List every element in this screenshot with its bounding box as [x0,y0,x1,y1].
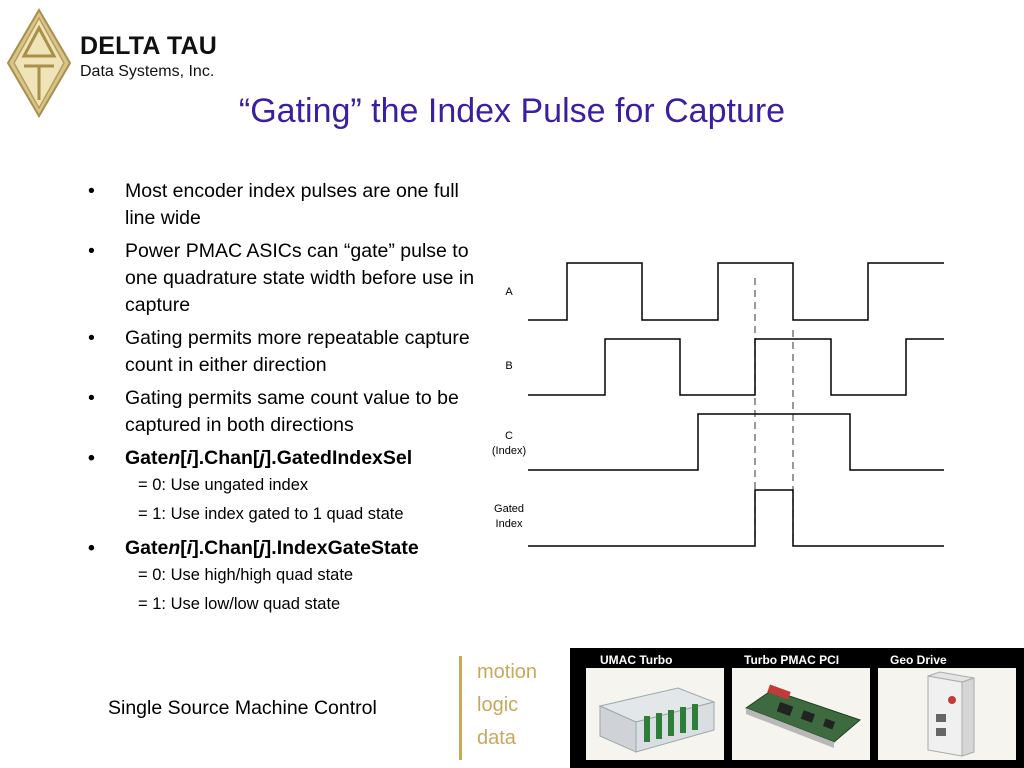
bullet-dot: • [88,447,95,469]
brand-subtitle: Data Systems, Inc. [80,63,215,80]
signal-label-b: B [505,360,512,372]
sub-bullet: = 1: Use index gated to 1 quad state [138,505,404,523]
product-label-pmac-pci: Turbo PMAC PCI [744,653,840,667]
sub-bullet: = 0: Use ungated index [138,476,309,494]
footer-tag-data: data [477,727,516,749]
bullet-text: Gating permits more repeatable capture c… [125,327,470,376]
geo-drive-image [927,671,975,757]
bullet-text: Power PMAC ASICs can “gate” pulse to one… [125,240,475,316]
bullet-text: Gating permits same count value to be ca… [125,387,459,436]
sub-bullet: = 1: Use low/low quad state [138,595,341,613]
product-image-geo-drive [878,668,1016,760]
bullet-item: • Gating permits more repeatable capture … [88,325,488,379]
footer-tag-logic: logic [477,694,519,716]
footer-tag-motion: motion [477,661,538,683]
signal-gated-index-waveform [528,489,944,547]
footer-divider [459,656,462,760]
signal-a-waveform [528,262,944,321]
parameter-index-gate-state: •Gaten[i].Chan[j].IndexGateState [88,535,488,562]
signal-label-gated: Gated [494,503,524,515]
product-label-umac: UMAC Turbo [600,653,673,667]
bullet-item: • Power PMAC ASICs can “gate” pulse to on… [88,238,488,319]
bullet-dot: • [88,537,95,559]
bullet-dot: • [88,387,95,409]
bullet-item: • Gating permits same count value to be c… [88,385,488,439]
bullet-item: • Most encoder index pulses are one full … [88,178,488,232]
bullet-dot: • [88,180,95,202]
slide-title: “Gating” the Index Pulse for Capture [238,92,786,130]
footer-tagline: Single Source Machine Control [108,697,377,719]
bullet-dot: • [88,327,95,349]
product-label-geo-drive: Geo Drive [890,653,947,667]
signal-label-c-sub: (Index) [492,445,526,457]
parameter-gated-index-sel: •Gaten[i].Chan[j].GatedIndexSel [88,445,488,472]
product-image-pmac-pci [732,668,870,760]
signal-label-c: C [505,430,513,442]
signal-label-gated-sub: Index [496,518,523,530]
bullet-list: • Most encoder index pulses are one full … [88,178,488,622]
bullet-dot: • [88,240,95,262]
signal-b-waveform [528,338,944,396]
signal-c-waveform [528,413,944,471]
umac-rack-image [598,687,716,753]
brand-name: DELTA TAU [80,32,217,60]
delta-tau-logo [6,8,72,118]
sub-bullet: = 0: Use high/high quad state [138,566,354,584]
product-image-umac [586,668,724,760]
signal-label-a: A [505,286,513,298]
timing-diagram: A B C (Index) Gated Index [492,262,944,547]
pci-card-image [744,684,861,748]
product-strip: UMAC Turbo Turbo PMAC PCI Geo Drive [570,648,1024,768]
bullet-text: Most encoder index pulses are one full l… [125,180,459,229]
